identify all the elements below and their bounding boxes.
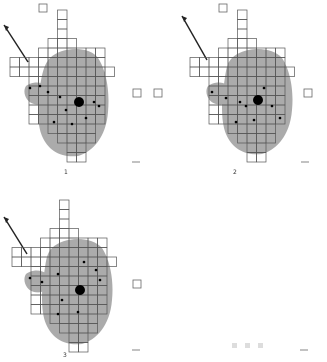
station-dot xyxy=(279,117,282,120)
station-dot xyxy=(77,311,80,314)
panel-label: 1 xyxy=(64,169,68,176)
station-dot xyxy=(29,277,32,280)
faint-mark xyxy=(245,343,250,348)
station-dot xyxy=(29,87,32,90)
panel-label: 2 xyxy=(233,169,237,176)
station-dot xyxy=(53,121,56,124)
station-dot xyxy=(65,109,68,112)
station-dot xyxy=(245,105,248,108)
station-dot xyxy=(39,85,42,88)
station-dot xyxy=(98,105,101,108)
station-dot xyxy=(99,279,102,282)
faint-mark xyxy=(232,343,237,348)
station-dot xyxy=(239,101,242,104)
station-dot xyxy=(85,117,88,120)
station-dot xyxy=(225,97,228,100)
station-dot xyxy=(93,101,96,104)
station-dot xyxy=(57,313,60,316)
centroid-dot xyxy=(74,97,84,107)
faint-mark xyxy=(258,343,263,348)
station-dot xyxy=(271,105,274,108)
station-dot xyxy=(47,91,50,94)
panel-label: 3 xyxy=(63,352,67,359)
centroid-dot xyxy=(253,95,263,105)
station-dot xyxy=(95,269,98,272)
station-dot xyxy=(253,119,256,122)
station-dot xyxy=(59,96,62,99)
station-dot xyxy=(263,87,266,90)
station-dot xyxy=(211,91,214,94)
station-dot xyxy=(57,273,60,276)
station-dot xyxy=(41,281,44,284)
station-dot xyxy=(235,121,238,124)
faint-marks xyxy=(232,343,263,348)
station-dot xyxy=(61,299,64,302)
centroid-dot xyxy=(75,285,85,295)
station-dot xyxy=(83,261,86,264)
station-dot xyxy=(71,123,74,126)
